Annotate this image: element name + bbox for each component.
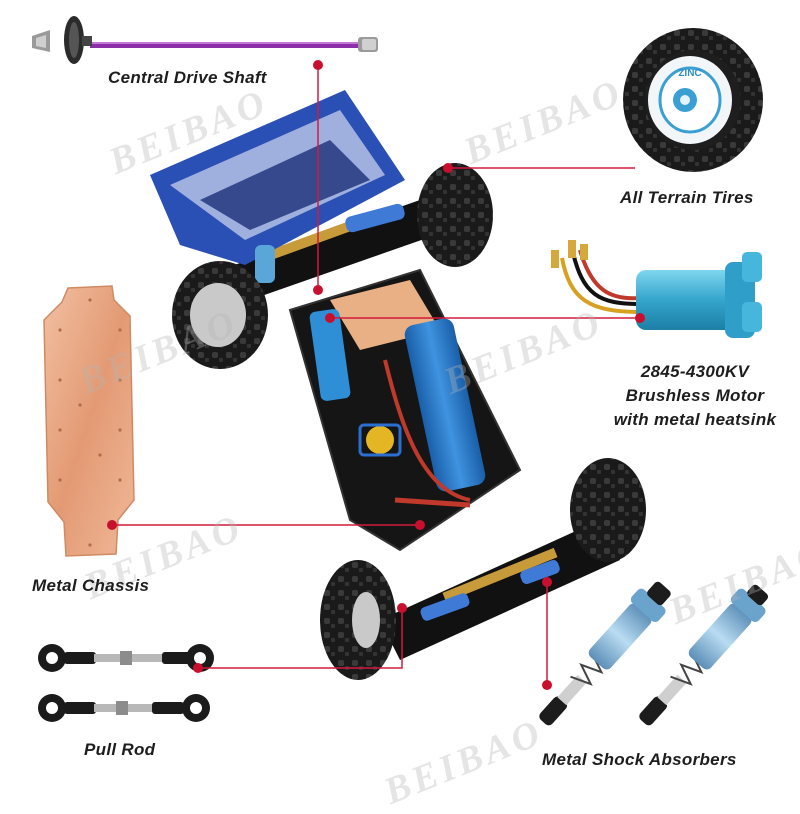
leader-lines — [112, 65, 640, 685]
pull-rod-image — [38, 644, 214, 722]
dot-shocks — [542, 577, 552, 587]
central-drive-shaft-image — [32, 16, 378, 64]
leader-dots — [107, 60, 645, 690]
rc-buggy-image — [150, 90, 646, 680]
brushless-motor-image — [551, 240, 762, 338]
dot-tires — [443, 163, 453, 173]
shock-absorbers-image — [539, 581, 769, 726]
leader-line-pull-rod — [198, 608, 403, 669]
dot-motor — [325, 313, 335, 323]
dot-chassis — [107, 520, 117, 530]
label-motor: 2845-4300KV Brushless Motor with metal h… — [600, 360, 790, 432]
label-central-drive-shaft: Central Drive Shaft — [108, 68, 267, 87]
metal-chassis-image — [43, 285, 135, 557]
dot-drive-shaft — [313, 60, 323, 70]
label-motor-line2: Brushless Motor — [625, 386, 765, 405]
label-motor-line1: 2845-4300KV — [640, 362, 750, 381]
label-motor-line3: with metal heatsink — [613, 410, 777, 429]
dot-pull-rod — [193, 663, 203, 673]
label-all-terrain-tires: All Terrain Tires — [620, 188, 754, 207]
label-metal-chassis: Metal Chassis — [32, 576, 150, 595]
tire-brand-text: ZINC — [678, 68, 701, 79]
label-metal-shock-absorbers: Metal Shock Absorbers — [542, 750, 737, 769]
label-pull-rod: Pull Rod — [84, 740, 156, 759]
all-terrain-tire-image: ZINC — [623, 28, 763, 172]
